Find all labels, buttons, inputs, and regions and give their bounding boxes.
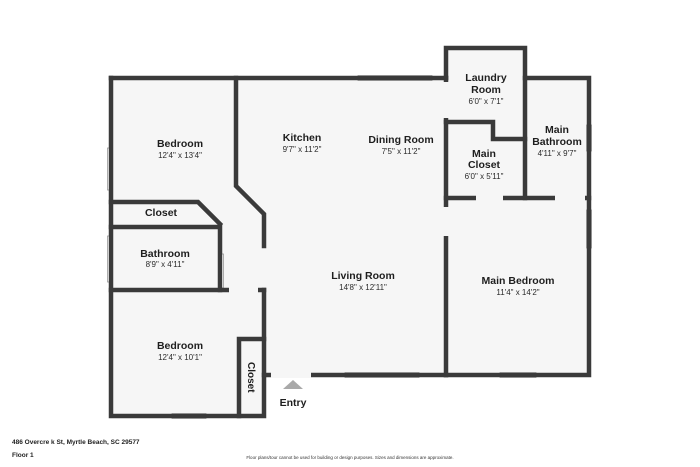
door-openings (229, 82, 585, 378)
dining-dims: 7'5" x 11'2" (382, 147, 421, 156)
main-bathroom-name-1: Main (545, 124, 569, 136)
bedroom-2-name: Bedroom (157, 340, 203, 352)
bedroom-2-dims: 12'4" x 10'1" (158, 353, 202, 362)
living-name: Living Room (331, 270, 395, 282)
main-closet-name-2: Closet (468, 159, 501, 171)
bedroom-1-dims: 12'4" x 13'4" (158, 151, 202, 160)
laundry-dims: 6'0" x 7'1" (469, 97, 504, 106)
kitchen-name: Kitchen (283, 132, 322, 144)
main-closet-name-1: Main (472, 148, 496, 160)
entry-label: Entry (280, 397, 307, 409)
floor-fill (111, 48, 589, 416)
bedroom-1-name: Bedroom (157, 138, 203, 150)
dining-name: Dining Room (368, 134, 433, 146)
closet-2-name: Closet (245, 362, 256, 393)
main-bedroom-dims: 11'4" x 14'2" (496, 288, 539, 297)
living-dims: 14'8" x 12'11" (339, 283, 387, 292)
disclaimer: Floor plans/tour cannot be used for buil… (246, 455, 454, 460)
laundry-name-1: Laundry (465, 72, 507, 84)
entry-arrow-icon (283, 380, 303, 389)
main-bedroom-name: Main Bedroom (482, 275, 555, 287)
laundry-name-2: Room (471, 84, 501, 96)
property-address: 486 Overcre k St, Myrtle Beach, SC 29577 (12, 439, 140, 446)
bathroom-dims: 8'9" x 4'11" (146, 260, 185, 269)
main-bathroom-dims: 4'11" x 9'7" (538, 149, 577, 158)
closet-1-name: Closet (145, 207, 178, 219)
main-bathroom-name-2: Bathroom (532, 136, 582, 148)
kitchen-dims: 9'7" x 11'2" (283, 145, 322, 154)
bathroom-name: Bathroom (140, 248, 190, 260)
floor-label: Floor 1 (12, 452, 34, 459)
main-closet-dims: 6'0" x 5'11" (465, 172, 504, 181)
